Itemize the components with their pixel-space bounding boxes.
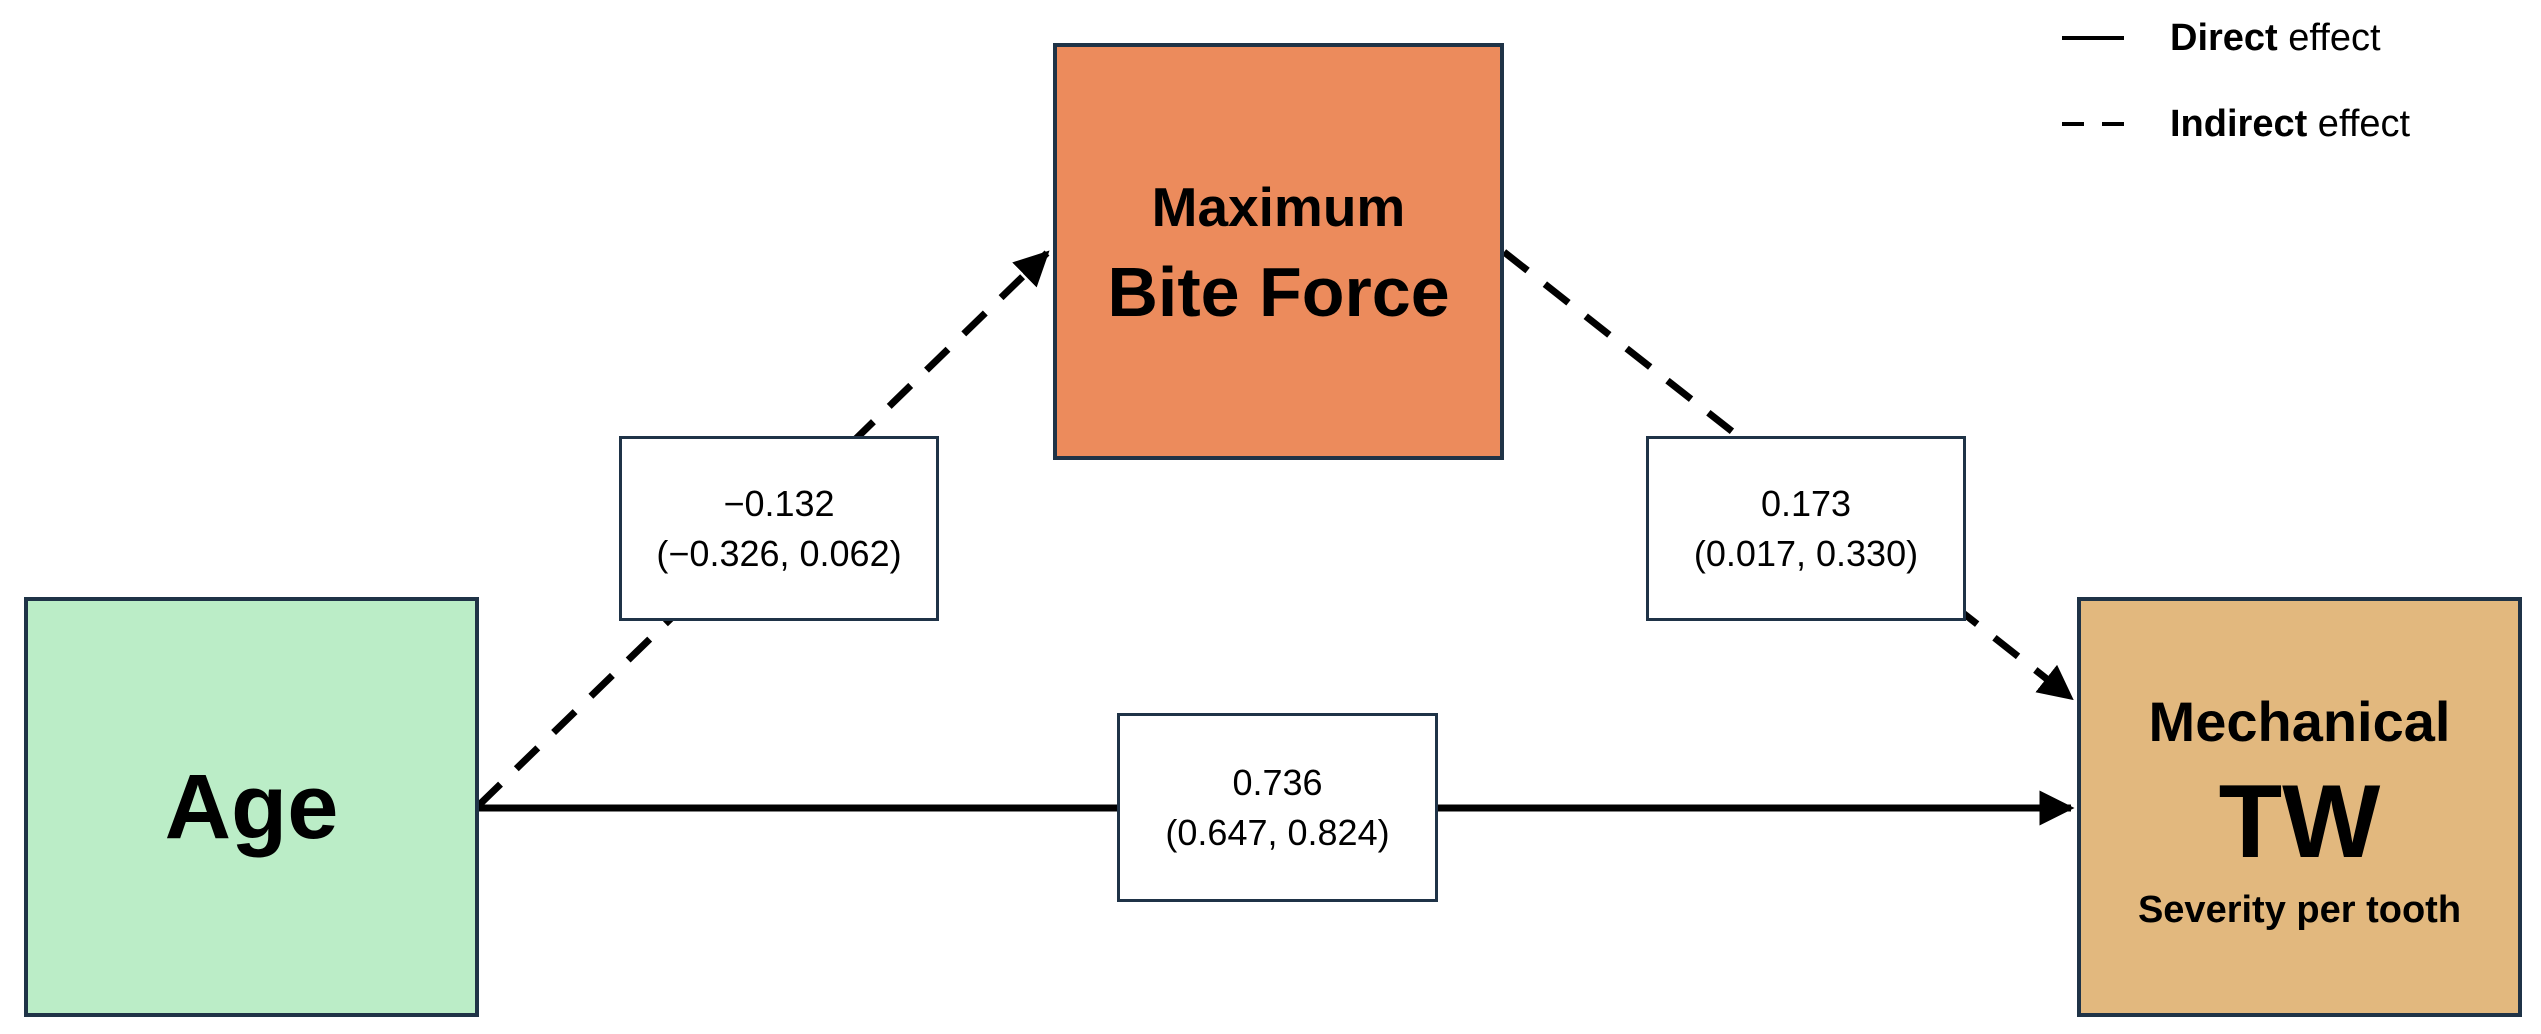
- path-label-age-tw: 0.736 (0.647, 0.824): [1117, 713, 1438, 902]
- node-mechanical-tw: Mechanical TW Severity per tooth: [2077, 597, 2522, 1017]
- legend-label-rest: effect: [2307, 102, 2411, 145]
- path-confidence-interval: (0.647, 0.824): [1165, 811, 1390, 853]
- solid-line-swatch: [2062, 36, 2124, 40]
- legend-label-bold: Indirect: [2170, 102, 2308, 145]
- dashed-line-swatch: [2062, 122, 2124, 126]
- path-label-age-bite-force: −0.132 (−0.326, 0.062): [619, 436, 939, 621]
- path-estimate: −0.132: [723, 482, 835, 524]
- node-title-main: Age: [164, 756, 339, 858]
- node-title-main: Bite Force: [1107, 252, 1450, 331]
- legend-label-bold: Direct: [2170, 16, 2278, 59]
- node-title-line: Mechanical: [2148, 690, 2451, 753]
- path-estimate: 0.736: [1232, 761, 1323, 803]
- node-age: Age: [24, 597, 479, 1017]
- node-title-line: Maximum: [1151, 175, 1406, 238]
- path-estimate: 0.173: [1760, 482, 1852, 524]
- node-maximum-bite-force: Maximum Bite Force: [1053, 43, 1504, 460]
- path-label-bite-force-tw: 0.173 (0.017, 0.330): [1646, 436, 1966, 621]
- arrow-age-to-bite-force: [476, 250, 1050, 808]
- path-confidence-interval: (−0.326, 0.062): [656, 532, 902, 574]
- legend-item-indirect: Indirect effect: [2062, 98, 2410, 150]
- legend-label-rest: effect: [2277, 16, 2381, 59]
- legend-item-direct: Direct effect: [2062, 12, 2381, 64]
- node-subtitle: Severity per tooth: [2137, 889, 2462, 931]
- path-confidence-interval: (0.017, 0.330): [1693, 532, 1919, 574]
- node-title-main: TW: [2218, 764, 2381, 880]
- arrow-bite-force-to-tw: [1501, 249, 2074, 701]
